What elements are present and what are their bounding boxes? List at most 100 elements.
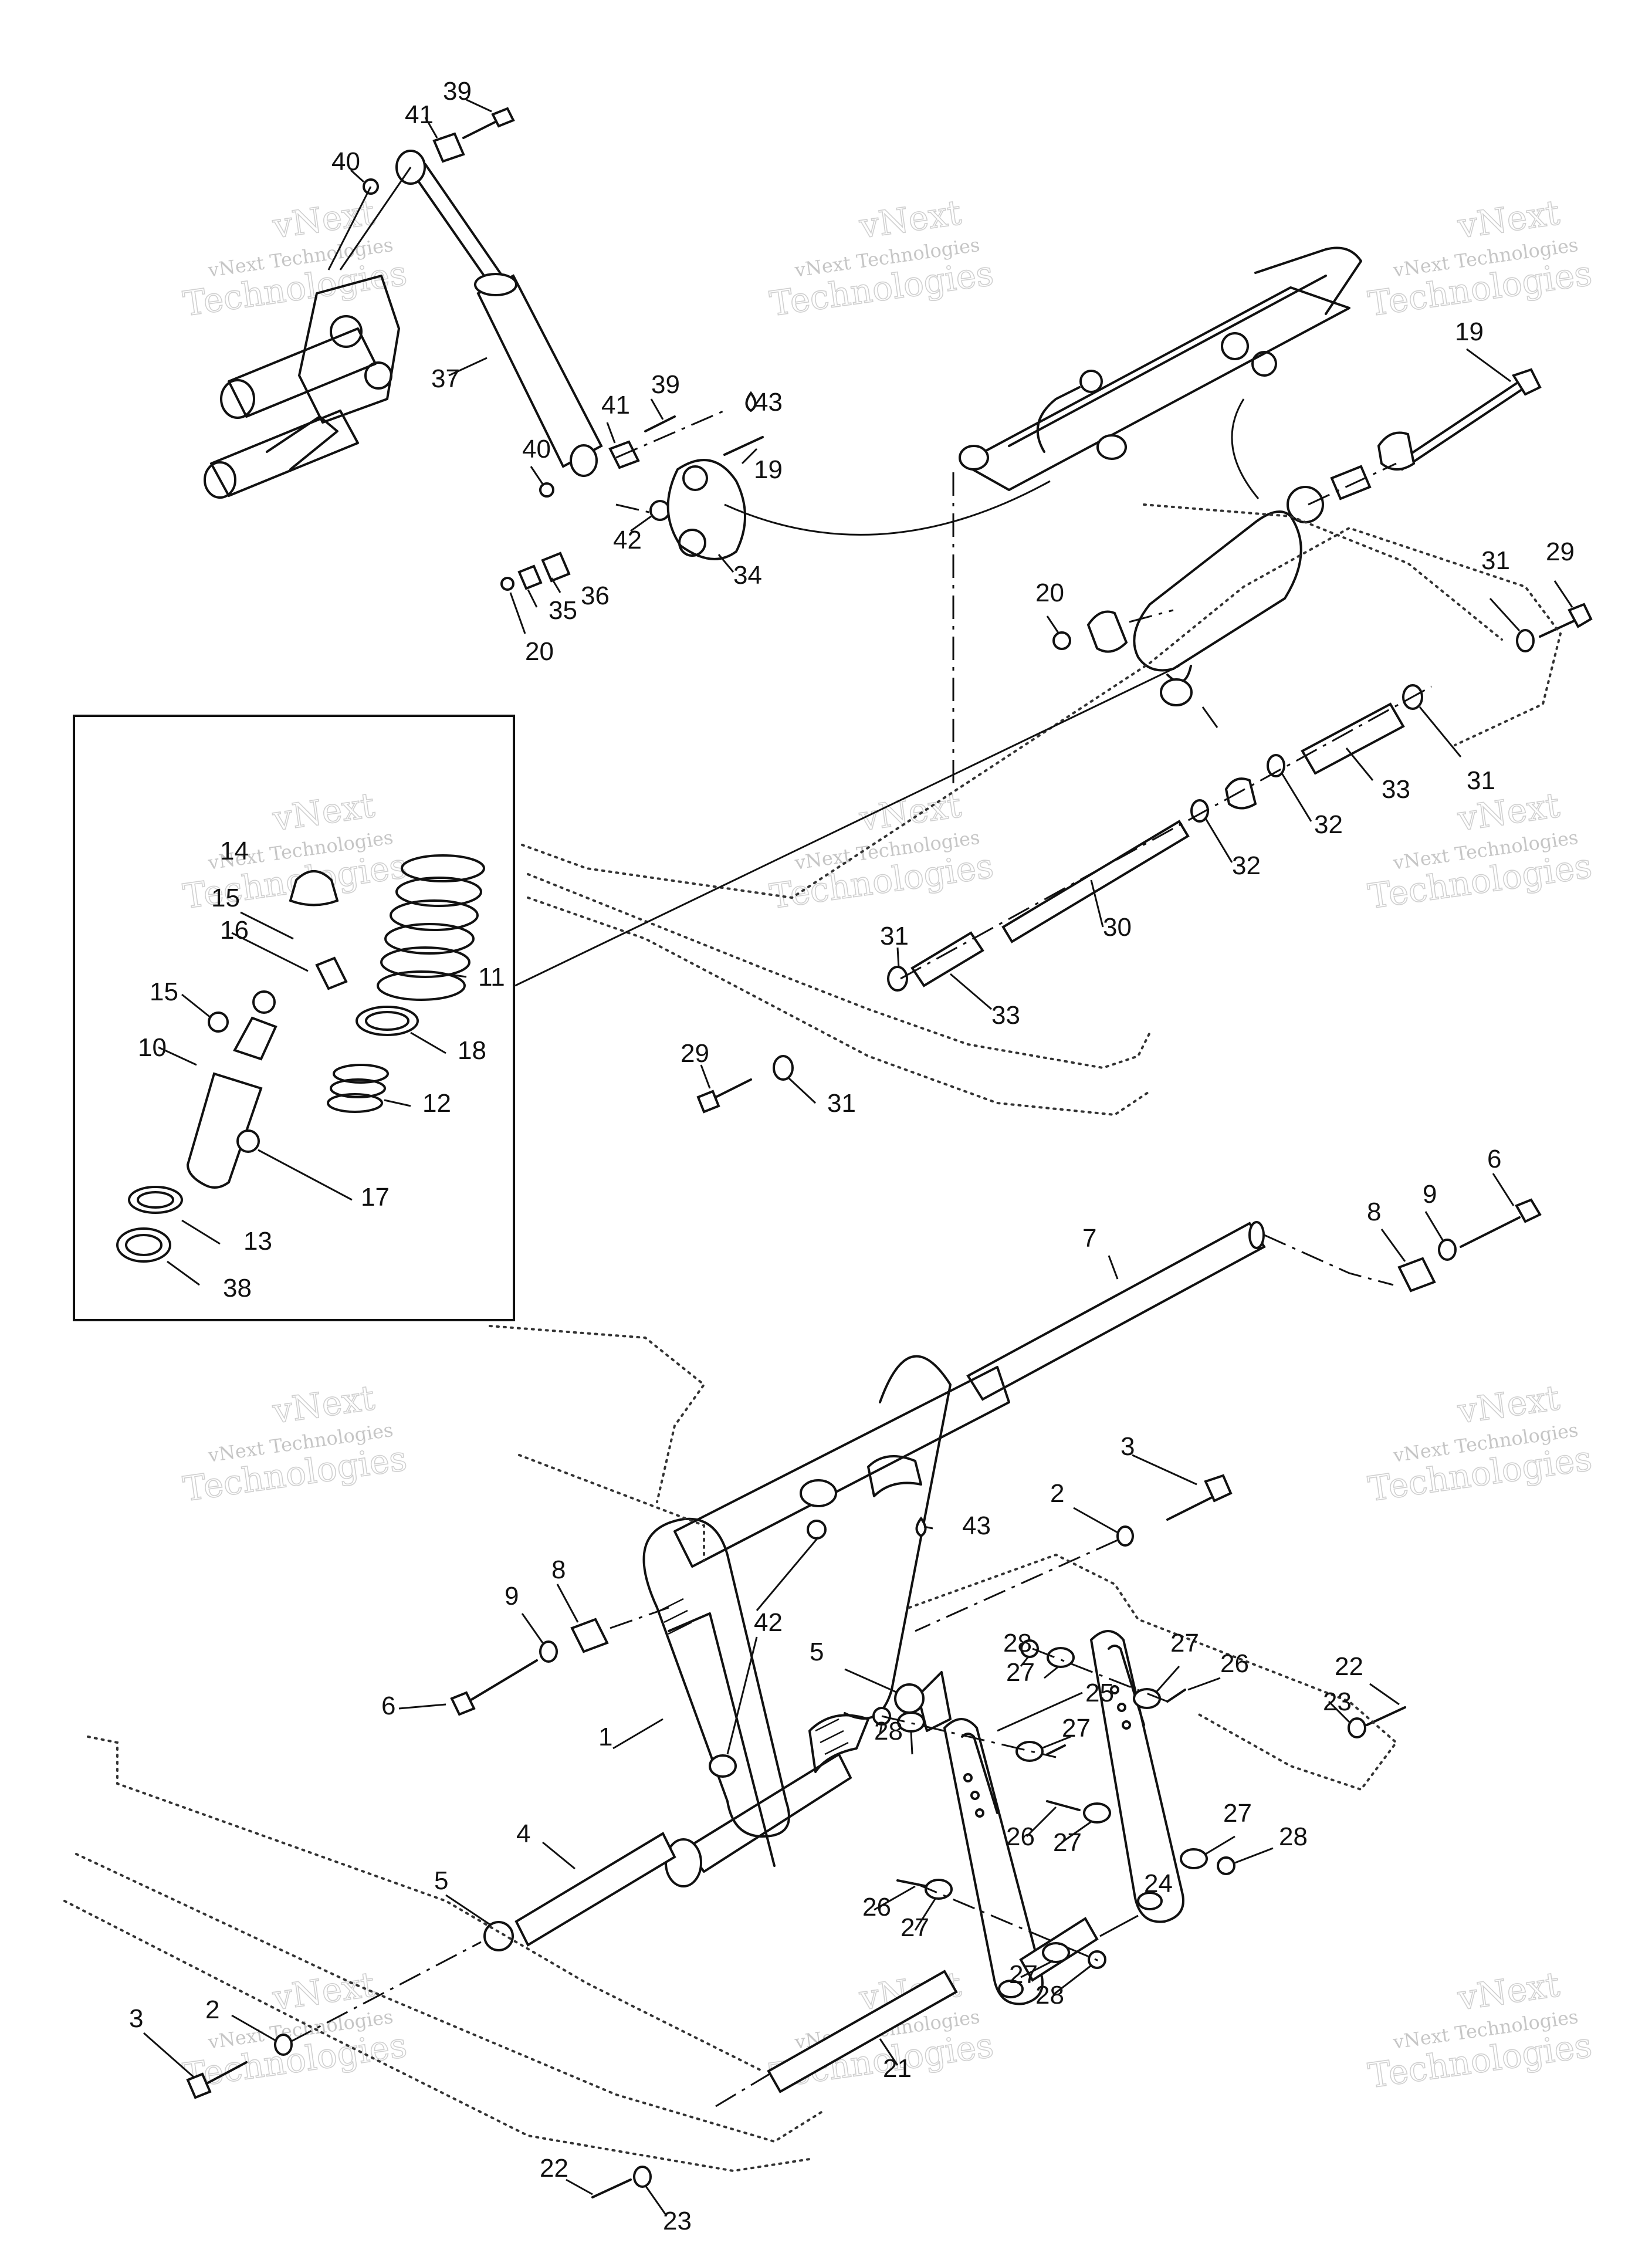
curve-bracket-to-skid [724,480,1051,536]
inset-clamp-38 [116,1227,171,1263]
leader-27-d [1061,1821,1092,1843]
callout-38: 38 [223,1274,252,1303]
skid-frame-lower-b [518,1454,705,1562]
leader-31-lower [788,1077,817,1104]
washer-31-upper [1516,629,1535,652]
bolt-29-upper-head [1568,603,1593,628]
callout-43: 43 [754,388,783,417]
leader-41-top [424,117,438,138]
bolt-19-right-head [1511,368,1542,396]
callout-6: 6 [1487,1145,1501,1173]
inset-shock-cylinder-part [186,1072,263,1189]
leader-23-bottom [644,2185,667,2215]
callout-21: 21 [883,2054,912,2083]
leader-23-right [1328,1700,1350,1723]
leader-32-a [1204,818,1233,863]
axis-line-bolt6-left [610,1606,669,1629]
leader-40-top [350,169,365,183]
callout-24: 24 [1144,1869,1173,1898]
bushing-36 [541,552,571,583]
skid-frame-lower-c [908,1553,1398,1791]
spacer-right [1330,465,1372,500]
bolt-19-mid [723,436,764,456]
callout-22: 22 [540,2154,568,2183]
callout-3: 3 [1120,1432,1135,1461]
leader-3-right [1132,1454,1197,1486]
callout-7: 7 [1082,1224,1096,1253]
callout-31: 31 [1467,766,1495,795]
tube-21 [767,1970,958,2093]
leader-38 [167,1260,200,1286]
leader-29-upper [1553,580,1573,608]
leader-39-top [466,99,492,113]
axis-line-links-top [1032,1648,1168,1703]
bolt-3-left [201,2061,248,2087]
bushing-8-right [1397,1257,1436,1293]
drop-43-lower [915,1516,927,1538]
bolt-6-left [462,1659,538,1706]
bolt-6-right [1460,1216,1521,1248]
leader-18 [410,1031,446,1054]
callout-33: 33 [1382,775,1410,804]
leader-9-left [521,1613,544,1643]
leader-24 [1099,1914,1139,1937]
bushing-5-left [483,1921,514,1951]
leader-2-right [1073,1507,1118,1534]
callout-41: 41 [601,391,630,420]
leader-6-right [1492,1173,1515,1206]
washer-2-left [274,2034,293,2056]
washer-31-lower [773,1055,794,1081]
small-spring-part [327,1064,389,1113]
callout-23: 23 [663,2207,692,2235]
arrow-line-37-top [339,167,412,270]
cap-part [289,870,339,906]
skid-frame-lower-d [87,1736,764,2072]
bolt-39-mid [644,415,676,432]
callout-23: 23 [1323,1687,1352,1716]
bushing-5-right [894,1683,925,1714]
callout-6: 6 [381,1692,395,1720]
nut-42-mid [649,500,671,521]
callout-26: 26 [862,1893,891,1922]
callout-15: 15 [150,977,178,1006]
leader-42-lower-b [726,1636,758,1755]
callout-40: 40 [331,147,360,176]
skid-frame-upper-c [527,897,1151,1117]
leader-25 [997,1692,1083,1732]
callout-9: 9 [505,1582,519,1611]
callout-19: 19 [754,455,783,484]
arrow-line-40-top [327,186,372,270]
axis-line-shaft7 [1264,1234,1394,1286]
leader-5-right [844,1668,898,1694]
callout-27: 27 [1170,1629,1199,1657]
callout-19: 19 [1455,317,1484,346]
leader-26-a [1187,1677,1221,1691]
leader-1 [612,1718,663,1750]
upper-left-frame-part [204,275,400,499]
callout-43: 43 [962,1511,991,1540]
callout-11: 11 [478,963,505,992]
inset-ring-13-inner [137,1191,174,1209]
callout-numbers: 1223345566788991011121314151516171819192… [129,77,1575,2235]
callout-33: 33 [991,1001,1020,1030]
skid-frame-lower-e [75,1853,822,2143]
callout-25: 25 [1085,1679,1114,1707]
shaft-30 [1001,820,1190,943]
leader-8-left [556,1584,579,1623]
bolt-29-upper [1539,618,1579,638]
inset-shock-body-part [233,1016,277,1061]
callout-29: 29 [681,1039,709,1068]
leader-28-d [1052,1964,1092,1996]
callout-28: 28 [1035,1981,1064,2010]
leader-4 [542,1841,576,1870]
spring-seat-ring-part [356,1006,419,1036]
leader-26-b [1025,1806,1057,1838]
leader-19-mid [741,448,758,465]
spring-coil-part [377,854,485,1001]
rear-shock-absorber-part [1133,486,1324,706]
callout-27: 27 [1009,1960,1038,1989]
